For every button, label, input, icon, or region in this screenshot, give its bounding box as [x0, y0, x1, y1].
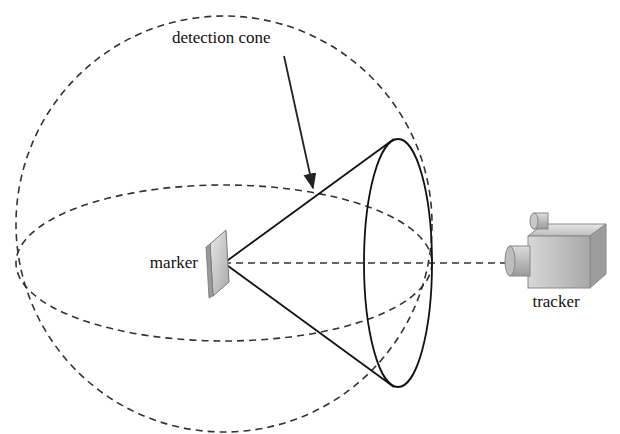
- tracker-camera: [505, 213, 606, 288]
- part-label: marker: [148, 253, 200, 273]
- callout-label: detection cone: [170, 28, 273, 48]
- sphere-outline: [16, 16, 432, 432]
- cone-base: [364, 139, 432, 387]
- marker-plate: [210, 230, 229, 296]
- pointer-arrow: [284, 56, 313, 188]
- marker-plate-edge: [206, 244, 213, 298]
- line-of-sight: [224, 262, 506, 264]
- part-label: tracker: [530, 292, 581, 312]
